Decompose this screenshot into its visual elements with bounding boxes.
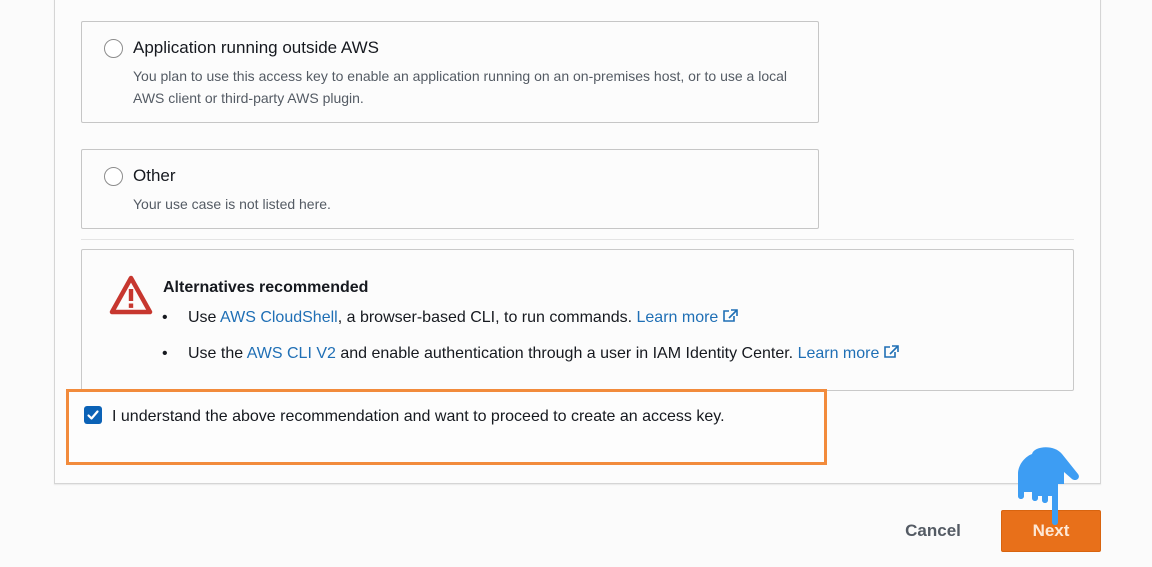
aws-cli-v2-link[interactable]: AWS CLI V2 — [246, 345, 336, 362]
external-link-icon — [883, 343, 900, 358]
acknowledgement-highlight: I understand the above recommendation an… — [66, 389, 827, 465]
option-application-outside-aws[interactable]: Application running outside AWS You plan… — [81, 21, 819, 123]
warning-triangle-icon — [109, 275, 153, 315]
cancel-button[interactable]: Cancel — [890, 515, 976, 547]
external-link-icon — [722, 307, 739, 322]
option-title: Other — [133, 166, 176, 185]
aws-cloudshell-link[interactable]: AWS CloudShell — [220, 309, 338, 326]
divider — [81, 239, 1074, 240]
option-title: Application running outside AWS — [133, 38, 380, 57]
radio-application-outside-aws[interactable] — [104, 39, 123, 58]
alert-item: •Use AWS CloudShell, a browser-based CLI… — [162, 306, 899, 342]
option-other[interactable]: Other Your use case is not listed here. — [81, 149, 819, 229]
checkmark-icon — [87, 410, 99, 420]
option-description: You plan to use this access key to enabl… — [133, 68, 788, 106]
learn-more-link[interactable]: Learn more — [798, 345, 900, 362]
alert-title: Alternatives recommended — [163, 279, 369, 296]
alert-list: •Use AWS CloudShell, a browser-based CLI… — [162, 306, 900, 378]
acknowledgement-checkbox[interactable] — [84, 406, 102, 424]
acknowledgement-label[interactable]: I understand the above recommendation an… — [112, 408, 725, 425]
next-button[interactable]: Next — [1001, 510, 1101, 552]
radio-other[interactable] — [104, 167, 123, 186]
option-description: Your use case is not listed here. — [133, 196, 331, 212]
learn-more-link[interactable]: Learn more — [637, 309, 739, 326]
alert-item: •Use the AWS CLI V2 and enable authentic… — [162, 342, 900, 378]
alternatives-alert: Alternatives recommended •Use AWS CloudS… — [81, 249, 1074, 391]
